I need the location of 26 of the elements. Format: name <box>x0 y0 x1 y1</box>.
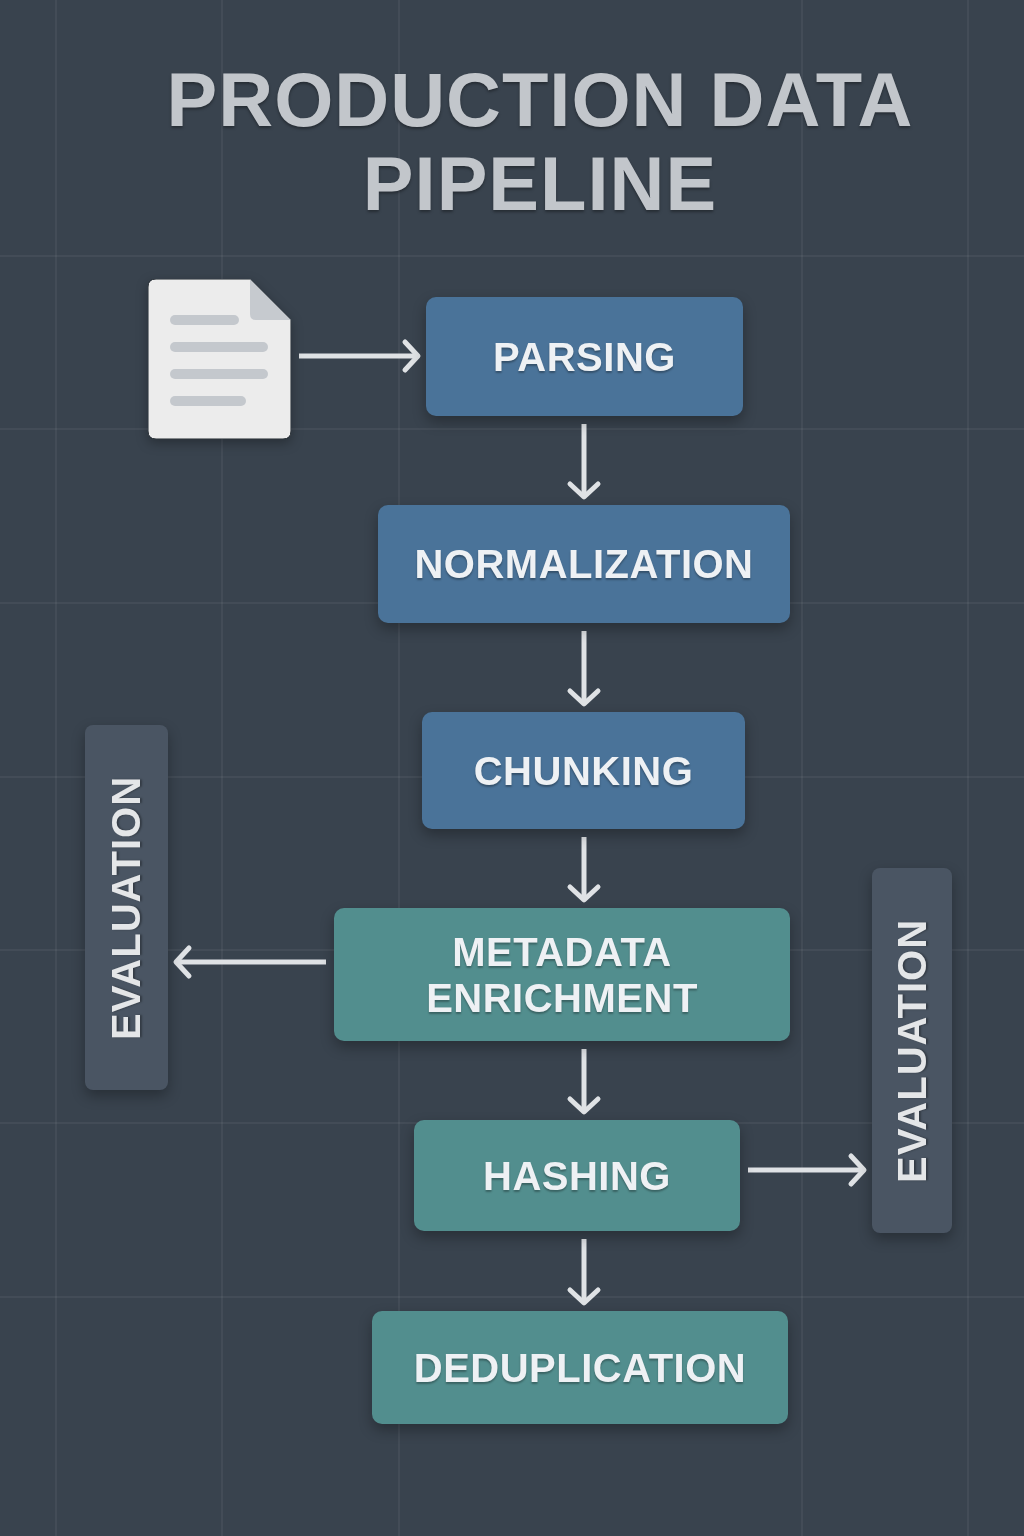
node-label: EVALUATION <box>889 918 935 1183</box>
process-box <box>372 1311 788 1424</box>
process-box <box>414 1120 740 1231</box>
process-box <box>378 505 790 623</box>
arrow <box>567 1049 601 1115</box>
process-box <box>426 297 743 416</box>
arrow <box>567 631 601 707</box>
arrow <box>567 1239 601 1306</box>
arrow <box>567 424 601 500</box>
process-box <box>422 712 745 829</box>
title: PRODUCTION DATA PIPELINE <box>165 58 915 226</box>
arrow <box>567 837 601 903</box>
node-label: METADATA ENRICHMENT <box>425 928 699 1021</box>
node-label: DEDUPLICATION <box>413 1344 747 1391</box>
node-label: NORMALIZATION <box>414 541 754 587</box>
arrow <box>173 945 326 979</box>
side-panel <box>85 725 168 1090</box>
document-icon <box>148 279 291 439</box>
node-label: EVALUATION <box>103 775 150 1040</box>
side-panel <box>872 868 952 1233</box>
arrow <box>299 339 421 373</box>
node-label: HASHING <box>483 1152 671 1199</box>
arrow <box>748 1153 867 1187</box>
node-label: PARSING <box>493 333 676 380</box>
process-box <box>334 908 790 1041</box>
node-label: CHUNKING <box>473 747 694 794</box>
